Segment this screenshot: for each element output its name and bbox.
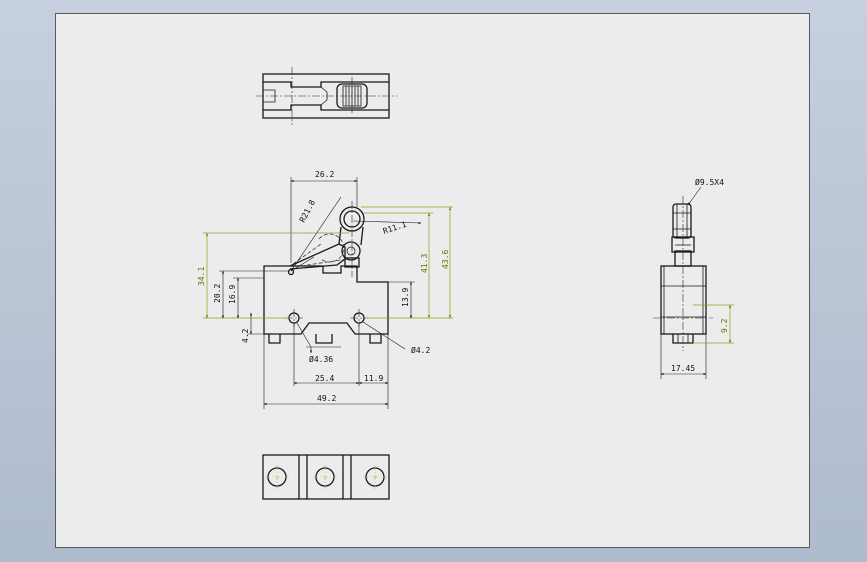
dim-17-45: 17.45 <box>671 364 695 373</box>
dim-dia-4-2: Ø4.2 <box>411 345 430 355</box>
dim-43-6: 43.6 <box>441 250 450 269</box>
dim-4-2: 4.2 <box>241 328 250 343</box>
dim-49-2: 49.2 <box>317 394 336 403</box>
top-view <box>256 67 397 125</box>
front-view-dimensions: 26.2 R21.8 R11.1 34.1 20.2 16.9 4.2 41.3… <box>197 170 453 409</box>
drawing-sheet: 26.2 R21.8 R11.1 34.1 20.2 16.9 4.2 41.3… <box>55 13 810 548</box>
dim-11-9: 11.9 <box>364 374 383 383</box>
dim-34-1: 34.1 <box>197 267 206 286</box>
bottom-view <box>262 454 390 500</box>
dim-25-4: 25.4 <box>315 374 334 383</box>
technical-drawing: 26.2 R21.8 R11.1 34.1 20.2 16.9 4.2 41.3… <box>197 67 734 500</box>
dim-dia-9-5x4: Ø9.5X4 <box>695 177 724 187</box>
dim-dia-4-36: Ø4.36 <box>309 354 333 364</box>
dim-26-2: 26.2 <box>315 170 334 179</box>
dim-41-3: 41.3 <box>420 254 429 273</box>
dim-9-2: 9.2 <box>720 318 729 333</box>
front-view <box>263 196 422 344</box>
dim-16-9: 16.9 <box>228 285 237 304</box>
dim-r21-8: R21.8 <box>298 198 317 224</box>
dim-20-2: 20.2 <box>213 284 222 303</box>
side-view: Ø9.5X4 17.45 9.2 <box>653 177 734 379</box>
dim-13-9: 13.9 <box>401 288 410 307</box>
